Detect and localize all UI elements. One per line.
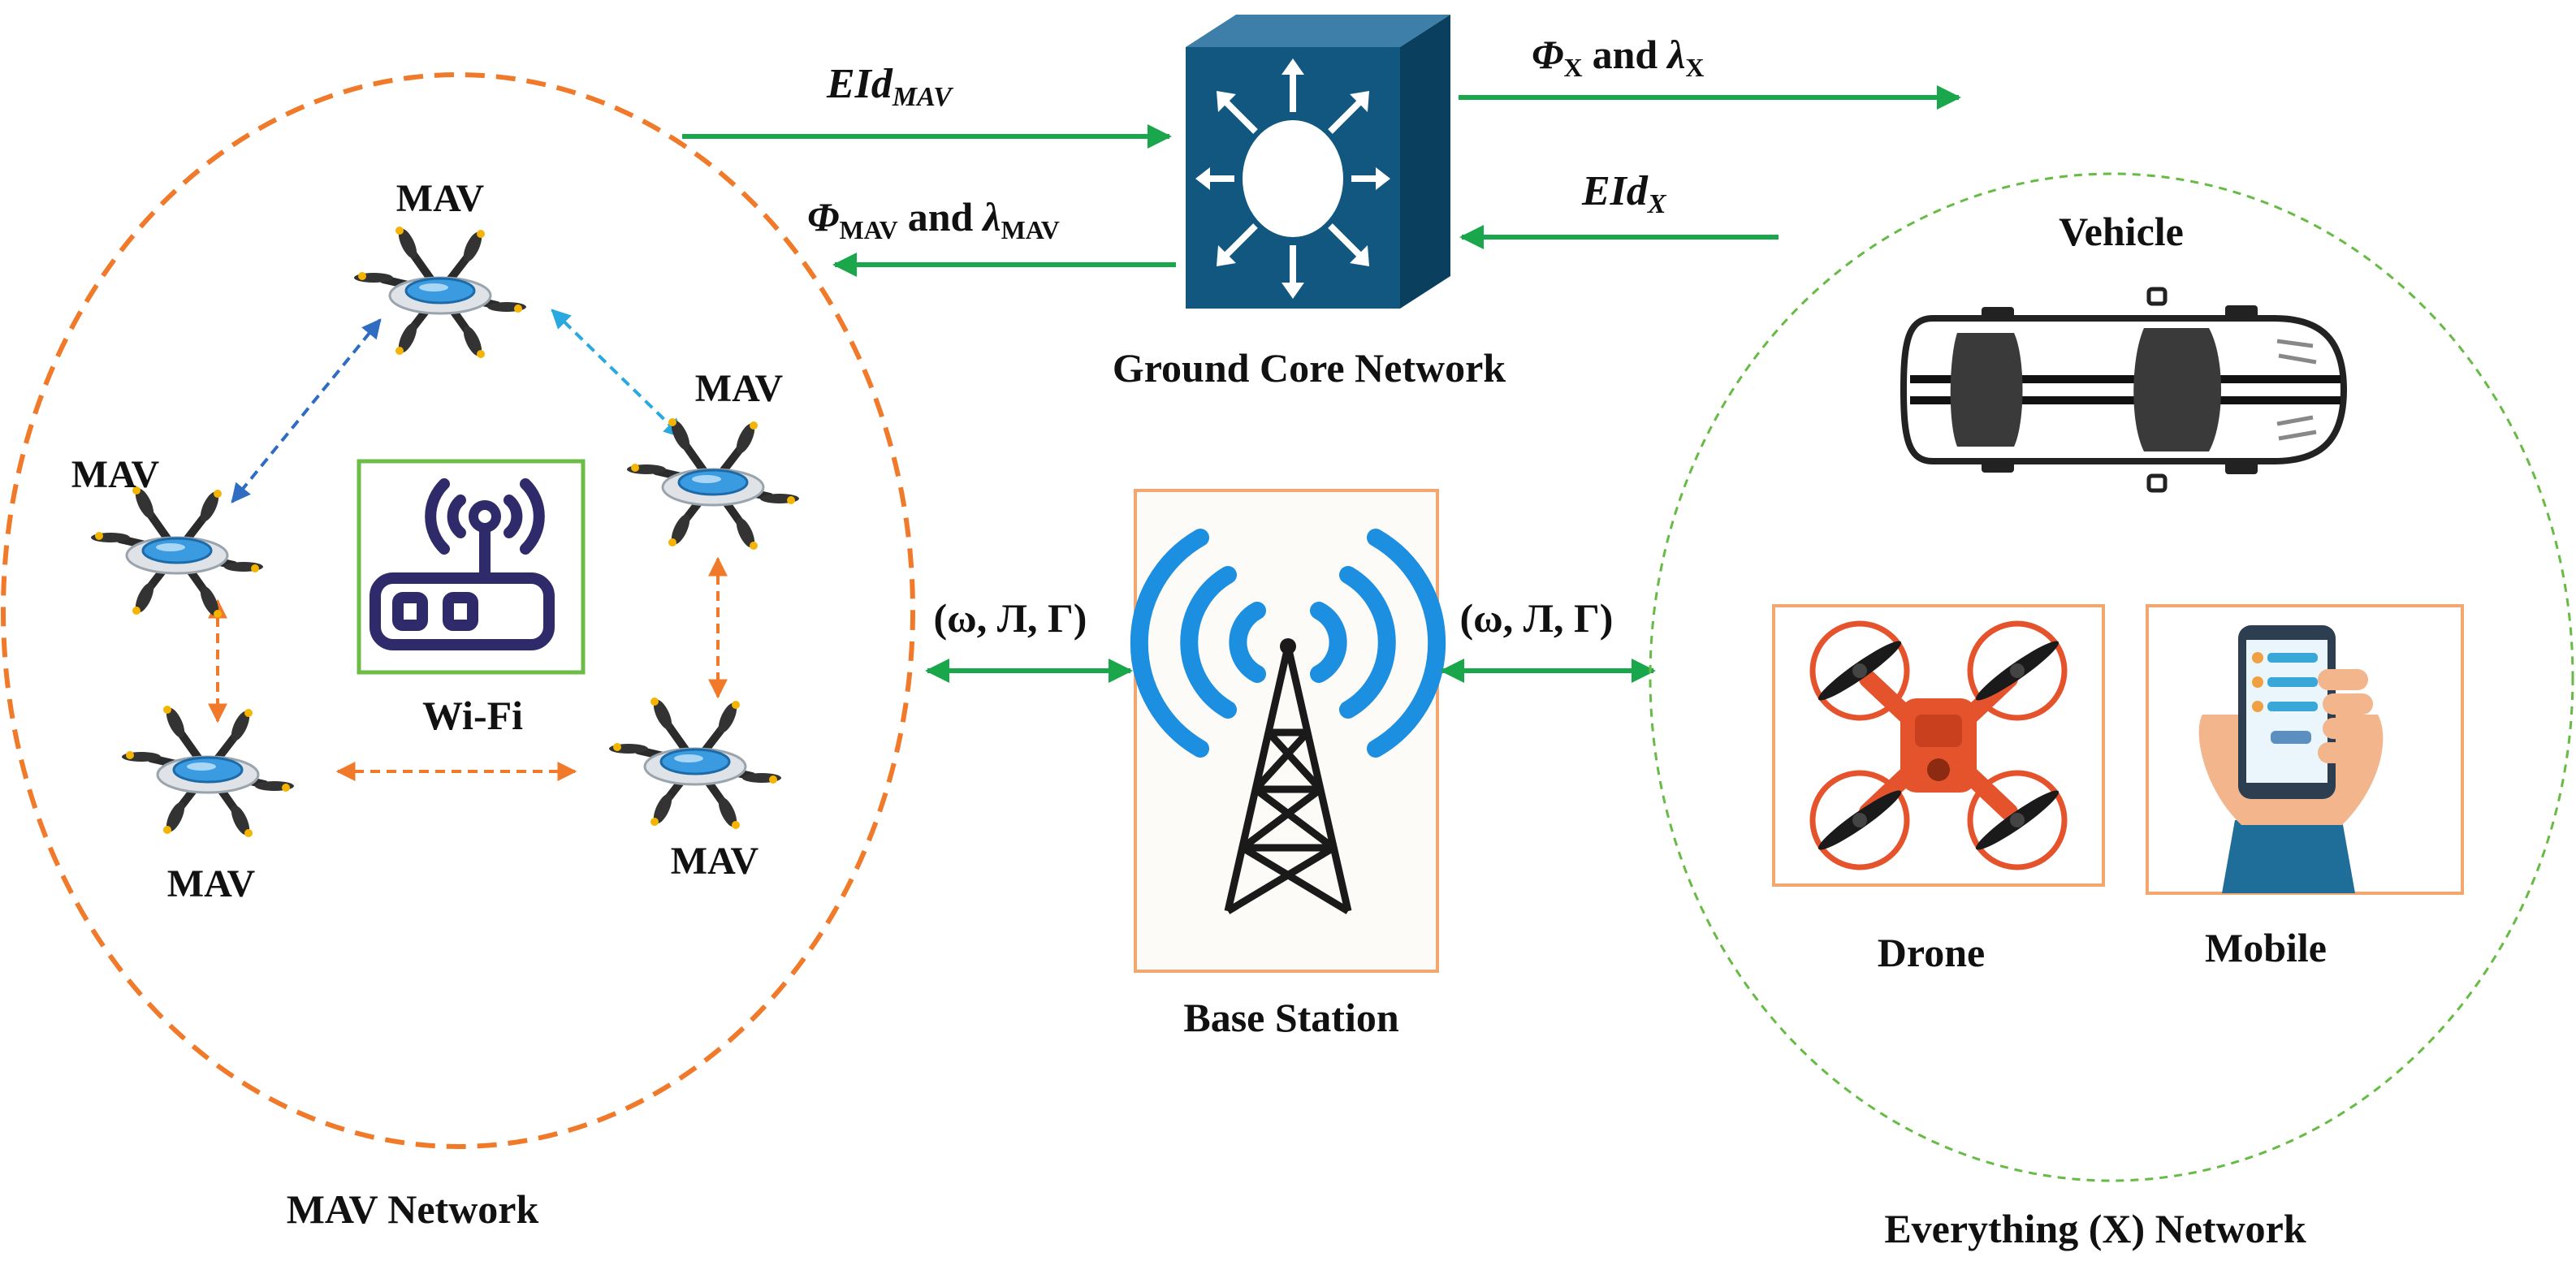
mav-network-boundary bbox=[1, 72, 915, 1149]
drone-label: Drone bbox=[1878, 930, 1985, 975]
wifi-antenna-tip bbox=[469, 500, 501, 533]
wifi-router-icon bbox=[370, 478, 555, 650]
vehicle-car-icon bbox=[1900, 287, 2348, 493]
tower-icon bbox=[1224, 646, 1352, 914]
mobile-phone-hand-icon bbox=[2198, 625, 2384, 893]
mav-drone-left bbox=[91, 486, 263, 618]
mav-drone-top bbox=[354, 226, 526, 358]
signal-waves-icon bbox=[1130, 529, 1446, 758]
triple-left-label: (ω, Л, Γ) bbox=[934, 595, 1087, 641]
mav-drone-bottom-left bbox=[122, 705, 294, 837]
mav-drone-bottom-right bbox=[609, 697, 781, 829]
eid-x-label: EIdX bbox=[1581, 168, 1667, 219]
x-network-label: Everything (X) Network bbox=[1884, 1206, 2306, 1251]
wifi-label: Wi-Fi bbox=[422, 693, 523, 738]
ground-core-switch-icon bbox=[1186, 15, 1450, 309]
mobile-label: Mobile bbox=[2205, 925, 2327, 970]
mav-link-top-right bbox=[551, 309, 684, 438]
drone-quadcopter-icon bbox=[1813, 624, 2064, 867]
mav-label-top: MAV bbox=[396, 177, 485, 220]
vehicle-label: Vehicle bbox=[2059, 209, 2184, 254]
eid-mav-label: EIdMAV bbox=[826, 61, 953, 112]
mav-label-left: MAV bbox=[71, 453, 160, 496]
x-network-boundary bbox=[1649, 172, 2574, 1182]
mav-label-right: MAV bbox=[695, 367, 784, 410]
mav-drone-right bbox=[627, 417, 799, 550]
mav-network-label: MAV Network bbox=[287, 1186, 539, 1232]
tower-top bbox=[1280, 638, 1296, 654]
mav-label-bottom-right: MAV bbox=[671, 840, 759, 883]
mav-label-bottom-left: MAV bbox=[167, 862, 256, 905]
mav-link-top-left bbox=[231, 318, 382, 503]
triple-right-label: (ω, Л, Γ) bbox=[1460, 595, 1614, 641]
base-station-label: Base Station bbox=[1183, 995, 1399, 1040]
ground-core-label: Ground Core Network bbox=[1113, 345, 1506, 391]
